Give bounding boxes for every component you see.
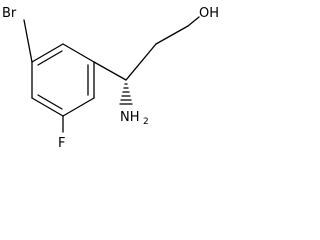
bond-ring-br	[23, 19, 33, 63]
hydroxyl-label: OH	[199, 6, 219, 21]
bond-chiral-ch2	[125, 43, 157, 81]
amino-subscript: 2	[143, 117, 149, 127]
bond-ch2-ch2	[155, 25, 189, 45]
bond-ring-chiral	[93, 61, 127, 81]
ring-bond-c4-c5	[31, 97, 64, 117]
fluorine-label: F	[58, 136, 65, 151]
bond-ch2-oh	[187, 16, 200, 27]
ring-bond-c2-c3	[31, 43, 64, 63]
ring-double-bond-c4-c5	[37, 94, 63, 110]
ring-bond-c1-c2	[62, 43, 95, 63]
hashed-wedge-bond	[119, 83, 133, 105]
ring-double-bond-c2-c3	[37, 50, 63, 66]
ring-bond-c5-c6	[62, 97, 95, 117]
benzene-ring	[31, 43, 95, 117]
molecule-drawing: Br F NH 2 OH	[0, 0, 232, 155]
bromine-label: Br	[2, 6, 17, 21]
molecule-svg: Br F NH 2 OH	[2, 6, 219, 151]
amino-label: NH	[120, 110, 140, 125]
